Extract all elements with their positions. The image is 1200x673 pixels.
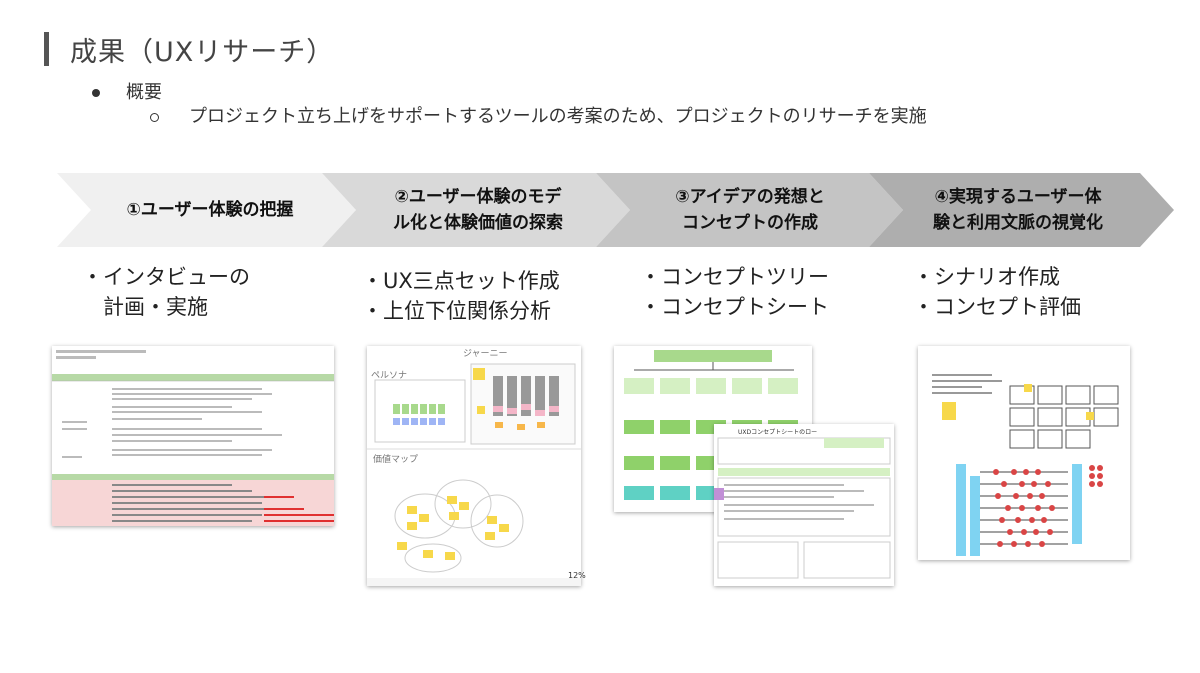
concept-sheet-label: UXDコンセプトシートのロー [738,429,818,436]
bullet-dot-icon [92,89,100,97]
interview-plan-image [52,350,334,526]
chevron-step-4 [869,173,1174,247]
output-step-4: ・シナリオ作成 ・コンセプト評価 [913,262,1081,322]
chevron-step-1 [57,173,356,247]
persona-label: ペルソナ [371,371,408,381]
output-step-1-line-2: 計画・実施 [82,295,208,319]
output-step-4-line-2: ・コンセプト評価 [913,295,1081,319]
scenario-evaluation-image [932,374,1119,556]
page-title: 成果（UXリサーチ） [70,37,335,68]
sub-bullet-description: プロジェクト立ち上げをサポートするツールの考案のため、プロジェクトのリサーチを実… [150,102,927,128]
output-step-3-line-1: ・コンセプトツリー [640,265,829,289]
bullet-ring-icon [150,112,159,122]
output-step-3: ・コンセプトツリー ・コンセプトシート [640,262,829,322]
concept-sheet-image [714,437,891,579]
step-1-line-1: ①ユーザー体験の把握 [126,200,294,220]
step-3-label: ③アイデアの発想と コンセプトの作成 [636,184,864,236]
zoom-label: 12% [568,571,586,580]
ux-set-image [367,363,581,586]
step-4-label: ④実現するユーザー体 験と利用文脈の視覚化 [906,184,1130,236]
output-step-2-line-1: ・UX三点セット作成 [362,269,560,293]
sub-bullet-text: プロジェクト立ち上げをサポートするツールの考案のため、プロジェクトのリサーチを実… [189,106,927,127]
output-step-4-line-1: ・シナリオ作成 [913,265,1060,289]
step-2-line-2: ル化と体験価値の探索 [393,213,563,233]
chevron-step-3 [596,173,903,247]
output-step-3-line-2: ・コンセプトシート [640,295,829,319]
value-map-label: 価値マップ [373,455,419,465]
step-4-line-2: 験と利用文脈の視覚化 [933,213,1103,233]
step-3-line-1: ③アイデアの発想と [675,187,825,207]
journey-label: ジャーニー [463,349,508,359]
output-step-1: ・インタビューの 計画・実施 [82,262,250,322]
bullet-overview: 概要 [92,78,162,104]
ux-set-thumbnail: ジャーニー ペルソナ 価値マップ 12% [367,346,586,586]
bullet-overview-text: 概要 [126,82,162,103]
step-2-line-1: ②ユーザー体験のモデ [394,187,562,207]
concept-sheet-thumbnail: UXDコンセプトシートのロー [714,424,894,586]
output-step-2-line-2: ・上位下位関係分析 [362,299,551,323]
output-step-2: ・UX三点セット作成 ・上位下位関係分析 [362,266,560,326]
scenario-evaluation-thumbnail [918,346,1130,560]
step-1-label: ①ユーザー体験の把握 [90,197,330,223]
step-3-line-2: コンセプトの作成 [682,213,818,233]
step-4-line-1: ④実現するユーザー体 [934,187,1102,207]
interview-plan-thumbnail [52,346,334,526]
title-accent-bar [44,32,49,66]
output-step-1-line-1: ・インタビューの [82,265,250,289]
step-2-label: ②ユーザー体験のモデ ル化と体験価値の探索 [360,184,596,236]
chevron-step-2 [322,173,630,247]
